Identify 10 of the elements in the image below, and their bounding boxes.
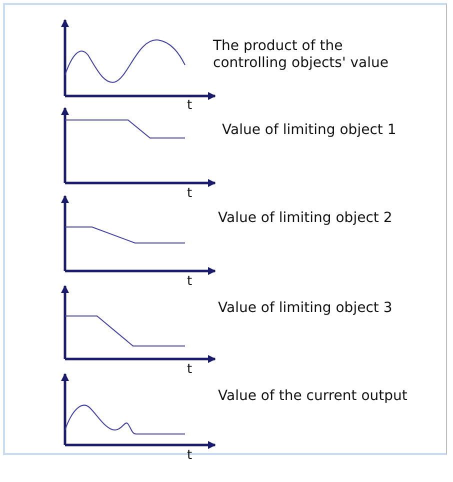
chart-caption: Value of limiting object 2 [218, 210, 394, 227]
axis-label: t [187, 98, 192, 113]
chart-caption: Value of limiting object 3 [218, 300, 394, 317]
chart-caption: Value of the current output [218, 388, 408, 405]
axis-label: t [187, 274, 192, 289]
axis-label: t [187, 186, 192, 201]
axis-label: t [187, 362, 192, 377]
axis-label: t [187, 448, 192, 463]
chart-caption: Value of limiting object 1 [222, 122, 398, 139]
chart-caption: The product of the controlling objects' value [213, 38, 390, 72]
